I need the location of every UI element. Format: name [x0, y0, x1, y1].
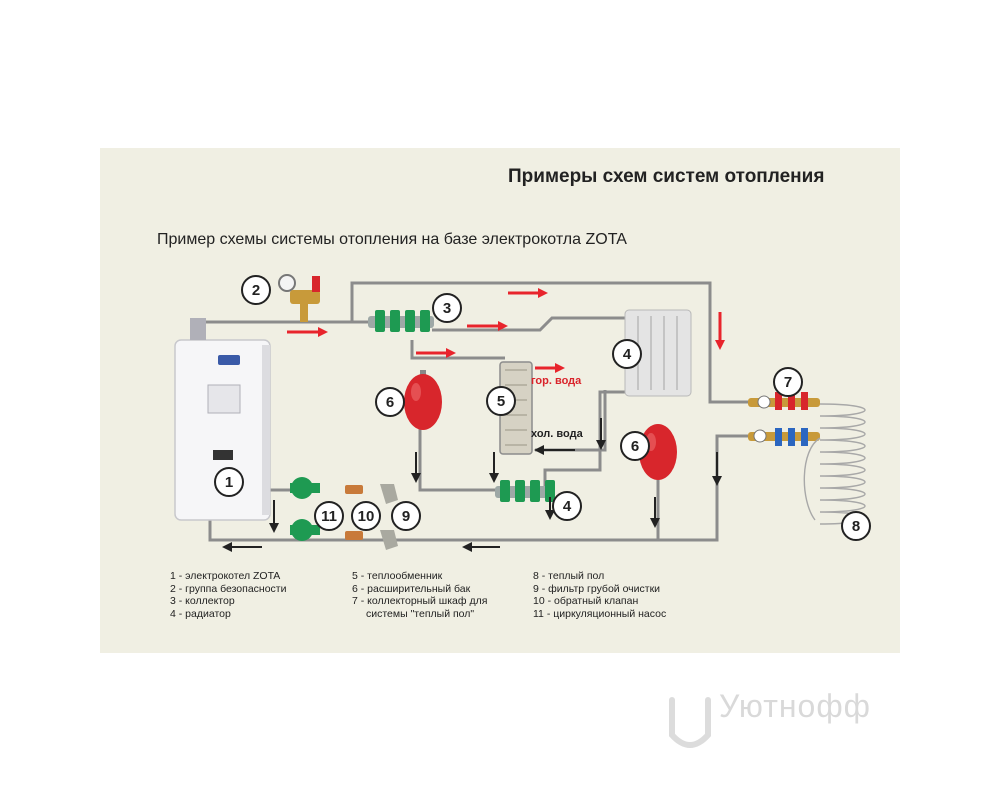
flow-arrows-red [287, 288, 725, 373]
hot-water-label: гор. вода [531, 375, 582, 387]
legend-item: 3 - коллектор [170, 595, 235, 607]
pressure-gauge [278, 274, 296, 292]
watermark-logo-icon [669, 697, 711, 748]
pipe-exchanger-mid [418, 420, 505, 492]
collector-3 [368, 310, 434, 332]
marker-1: 1 [214, 467, 244, 497]
boiler-display [207, 384, 241, 414]
watermark: Уютнофф [665, 688, 871, 725]
pipe-collector-radiator [432, 316, 625, 332]
floor-heating-coil [803, 403, 866, 525]
collector-4 [495, 480, 555, 502]
boiler-zota [174, 318, 271, 521]
marker-2: 2 [241, 275, 271, 305]
marker-6-left: 6 [375, 387, 405, 417]
marker-6-right: 6 [620, 431, 650, 461]
marker-4-radiator: 4 [612, 339, 642, 369]
legend-item: 2 - группа безопасности [170, 582, 287, 595]
legend-column-1: 1 - электрокотел ZOTA 2 - группа безопас… [170, 570, 286, 620]
pipe-cold-in [535, 390, 607, 452]
marker-3: 3 [432, 293, 462, 323]
marker-8: 8 [841, 511, 871, 541]
marker-11: 11 [314, 501, 344, 531]
page-title: Примеры схем систем отопления [508, 166, 825, 187]
safety-group [278, 274, 320, 322]
legend-item: 8 - теплый пол [533, 570, 605, 582]
legend-item: 1 - электрокотел ZOTA [170, 570, 281, 582]
legend-item: 5 - теплообменник [352, 570, 443, 582]
marker-5: 5 [486, 386, 516, 416]
pipe-collector-exchanger [410, 340, 505, 360]
pump-upper [290, 477, 398, 504]
expansion-tank-1 [404, 370, 442, 430]
legend-item: 10 - обратный клапан [533, 595, 639, 607]
watermark-text: Уютнофф [719, 688, 871, 724]
legend-column-3: 8 - теплый пол 9 - фильтр грубой очистки… [533, 570, 666, 620]
filter-upper [380, 484, 398, 504]
boiler-switch [213, 450, 233, 460]
boiler-logo [218, 355, 240, 365]
diagram-subtitle: Пример схемы системы отопления на базе э… [157, 231, 627, 248]
legend-item: 7 - коллекторный шкаф для [352, 595, 488, 607]
pipe-return-bottom [208, 434, 748, 542]
check-valve-upper [345, 485, 363, 494]
legend-item: 4 - радиатор [170, 607, 231, 620]
pump-lower [290, 519, 398, 550]
radiator [624, 309, 692, 397]
legend-item: 9 - фильтр грубой очистки [533, 582, 661, 595]
legend-item: 6 - расширительный бак [352, 582, 471, 595]
floor-manifold [748, 392, 820, 446]
marker-7: 7 [773, 367, 803, 397]
check-valve-lower [345, 531, 363, 540]
pipe-radiator-return [543, 390, 635, 490]
marker-9: 9 [391, 501, 421, 531]
legend-column-2: 5 - теплообменник 6 - расширительный бак… [352, 570, 487, 620]
legend-item: системы "теплый пол" [366, 607, 475, 620]
marker-10: 10 [351, 501, 381, 531]
marker-4-collector: 4 [552, 491, 582, 521]
filter-lower [380, 530, 398, 550]
legend-item: 11 - циркуляционный насос [533, 607, 667, 620]
cold-water-label: хол. вода [531, 428, 583, 440]
